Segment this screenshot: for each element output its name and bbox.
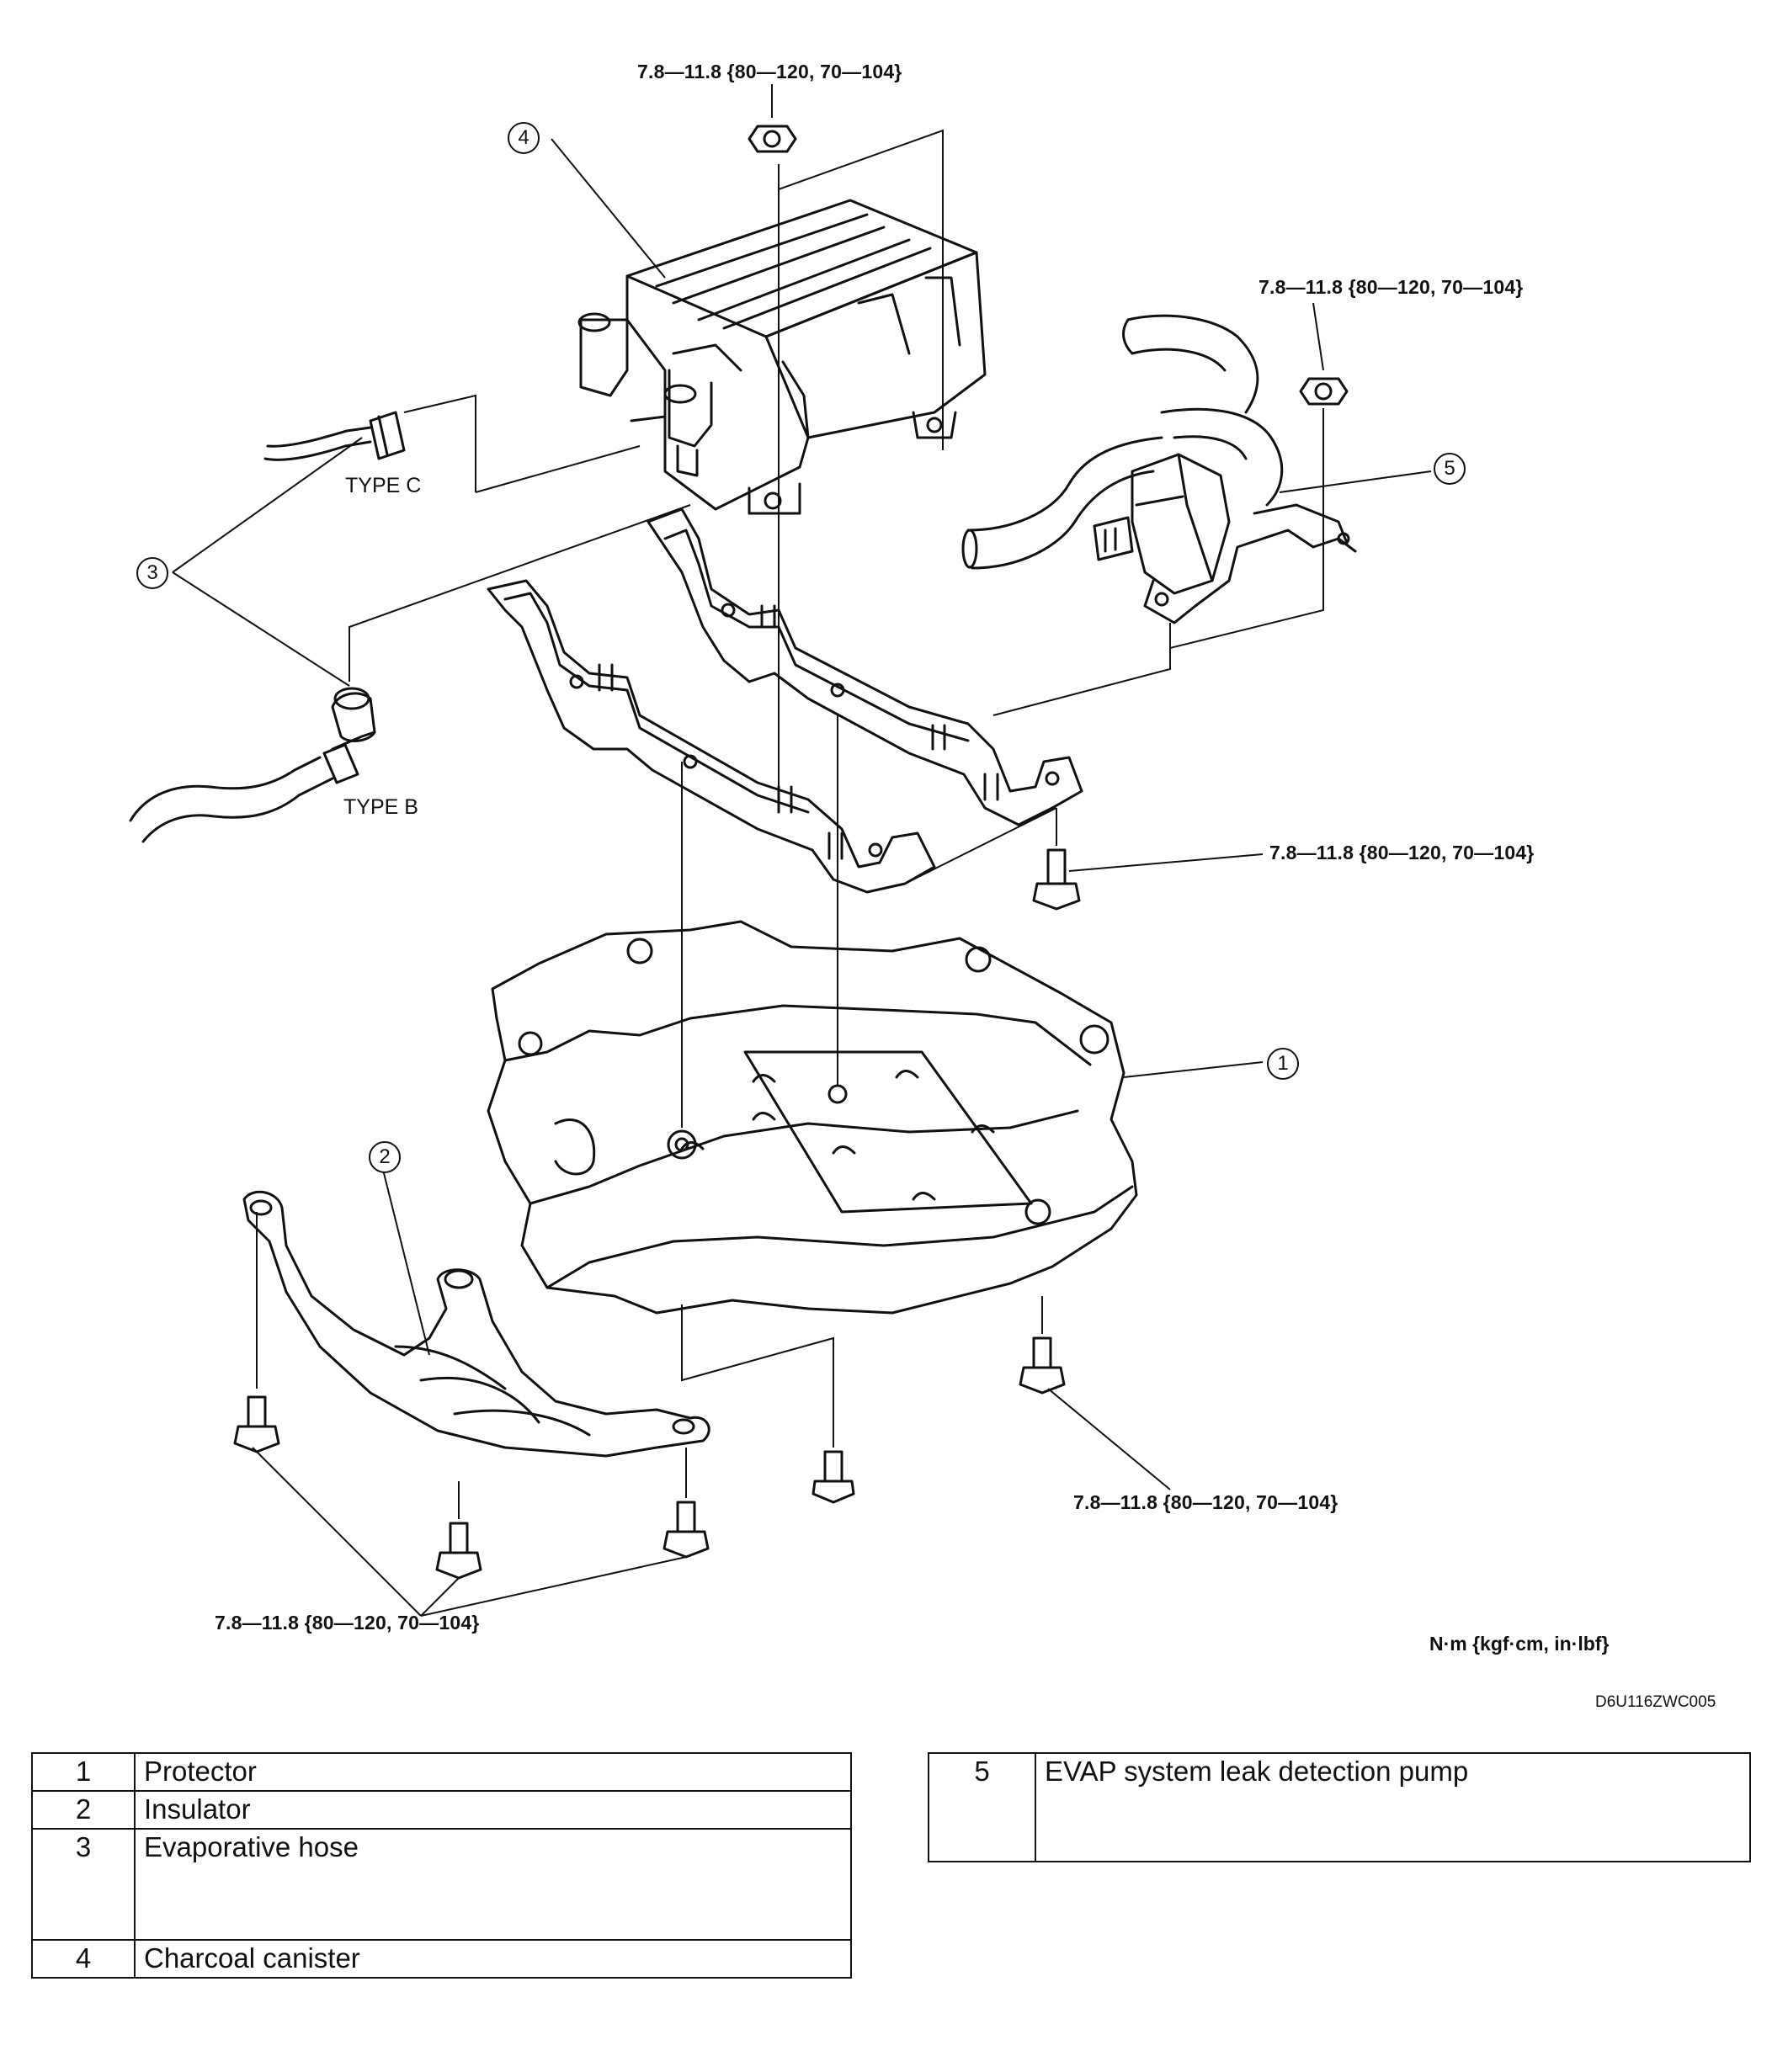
callout-3: 3: [136, 557, 168, 589]
parts-table-left: 1 Protector 2 Insulator 3 Evaporative ho…: [31, 1752, 852, 1979]
part-number: 3: [31, 1828, 136, 1941]
torque-spec-pump-nut: 7.8—11.8 {80—120, 70—104}: [1259, 276, 1524, 298]
torque-spec-protector-bolt: 7.8—11.8 {80—120, 70—104}: [1073, 1491, 1338, 1513]
part-name: Evaporative hose: [134, 1828, 852, 1941]
callout-1: 1: [1267, 1048, 1299, 1080]
part-name: Charcoal canister: [134, 1939, 852, 1979]
table-row: 2 Insulator: [31, 1790, 852, 1830]
table-row: 1 Protector: [31, 1752, 852, 1792]
parts-table-right: 5 EVAP system leak detection pump: [928, 1752, 1751, 1862]
part-number: 5: [928, 1752, 1036, 1862]
bolt-insulator-center: [435, 1522, 482, 1580]
table-row: 5 EVAP system leak detection pump: [928, 1752, 1751, 1862]
bolt-protector-right: [1019, 1336, 1066, 1395]
callout-5: 5: [1434, 453, 1466, 485]
diagram-drawing: [129, 84, 1432, 1617]
insulator: [242, 1190, 710, 1458]
protector: [487, 920, 1138, 1315]
bolt-insulator-right: [663, 1501, 710, 1559]
type-c-label: TYPE C: [345, 474, 422, 497]
nut-top: [748, 125, 797, 153]
canister-bracket-front: [487, 579, 936, 894]
table-row: 3 Evaporative hose: [31, 1828, 852, 1941]
evaporative-hose-type-b: [129, 687, 376, 843]
part-number: 2: [31, 1790, 136, 1830]
figure-code: D6U116ZWC005: [1595, 1693, 1716, 1711]
bolt-protector-center: [812, 1450, 855, 1504]
torque-units: N·m {kgf·cm, in·lbf}: [1429, 1633, 1610, 1655]
exploded-view-diagram: 7.8—11.8 {80—120, 70—104} 7.8—11.8 {80—1…: [129, 61, 1610, 1655]
table-row: 4 Charcoal canister: [31, 1939, 852, 1979]
part-name: EVAP system leak detection pump: [1035, 1752, 1751, 1862]
evaporative-hose-type-c: [263, 411, 406, 461]
callout-2: 2: [369, 1141, 401, 1173]
callout-4: 4: [508, 122, 540, 154]
part-name: Protector: [134, 1752, 852, 1792]
type-b-label: TYPE B: [343, 795, 418, 819]
part-number: 4: [31, 1939, 136, 1979]
canister-bracket-rear: [647, 507, 1083, 826]
bolt-bracket-right: [1032, 848, 1081, 911]
bolt-insulator-left: [233, 1395, 280, 1453]
torque-spec-insulator-bolt: 7.8—11.8 {80—120, 70—104}: [215, 1612, 480, 1634]
torque-spec-bracket-bolt: 7.8—11.8 {80—120, 70—104}: [1269, 842, 1535, 863]
torque-spec-canister-nut: 7.8—11.8 {80—120, 70—104}: [637, 61, 902, 82]
nut-right: [1299, 377, 1349, 406]
part-number: 1: [31, 1752, 136, 1792]
evap-leak-detection-pump: [961, 314, 1357, 624]
part-name: Insulator: [134, 1790, 852, 1830]
